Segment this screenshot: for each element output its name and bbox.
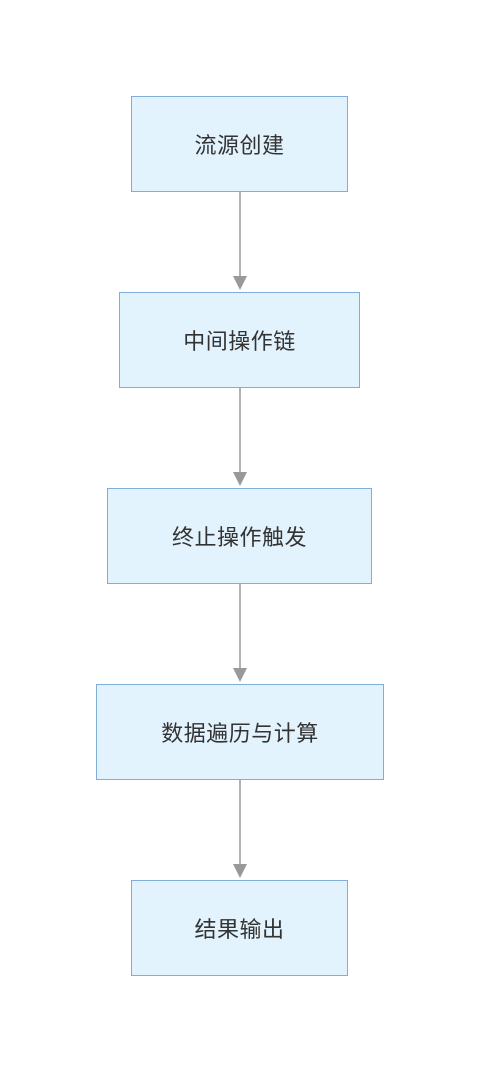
- node-intermediate-ops[interactable]: 中间操作链: [119, 292, 360, 388]
- edge-n4-n5: [233, 780, 247, 878]
- node-traversal-compute[interactable]: 数据遍历与计算: [96, 684, 384, 780]
- arrowhead-icon: [233, 864, 247, 878]
- edge-n1-n2: [233, 192, 247, 290]
- node-label: 中间操作链: [183, 330, 296, 355]
- node-label: 终止操作触发: [171, 526, 307, 551]
- edge-n3-n4: [233, 584, 247, 682]
- edge-n2-n3: [233, 388, 247, 486]
- arrowhead-icon: [233, 276, 247, 290]
- node-label: 结果输出: [194, 918, 285, 943]
- node-terminal-trigger[interactable]: 终止操作触发: [107, 488, 372, 584]
- arrowhead-icon: [233, 668, 247, 682]
- node-label: 流源创建: [194, 134, 285, 159]
- node-stream-creation[interactable]: 流源创建: [131, 96, 348, 192]
- node-result-output[interactable]: 结果输出: [131, 880, 348, 976]
- node-label: 数据遍历与计算: [161, 722, 319, 747]
- arrowhead-icon: [233, 472, 247, 486]
